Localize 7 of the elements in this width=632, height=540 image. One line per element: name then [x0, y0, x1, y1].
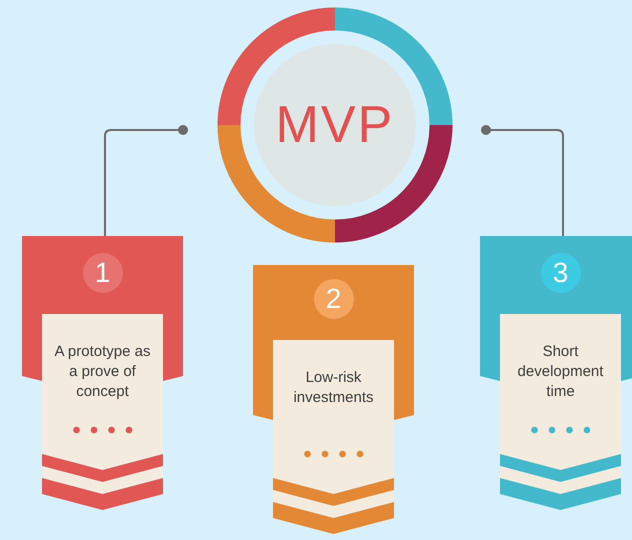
- description-text: A prototype as a prove of concept: [54, 342, 152, 402]
- connector-line: [481, 125, 564, 236]
- ring-badge: [217, 7, 453, 243]
- description-text: Low-risk investments: [292, 368, 375, 408]
- description-text: Short development time: [516, 342, 604, 402]
- connector-line: [104, 125, 188, 236]
- center-label: MVP: [276, 95, 394, 155]
